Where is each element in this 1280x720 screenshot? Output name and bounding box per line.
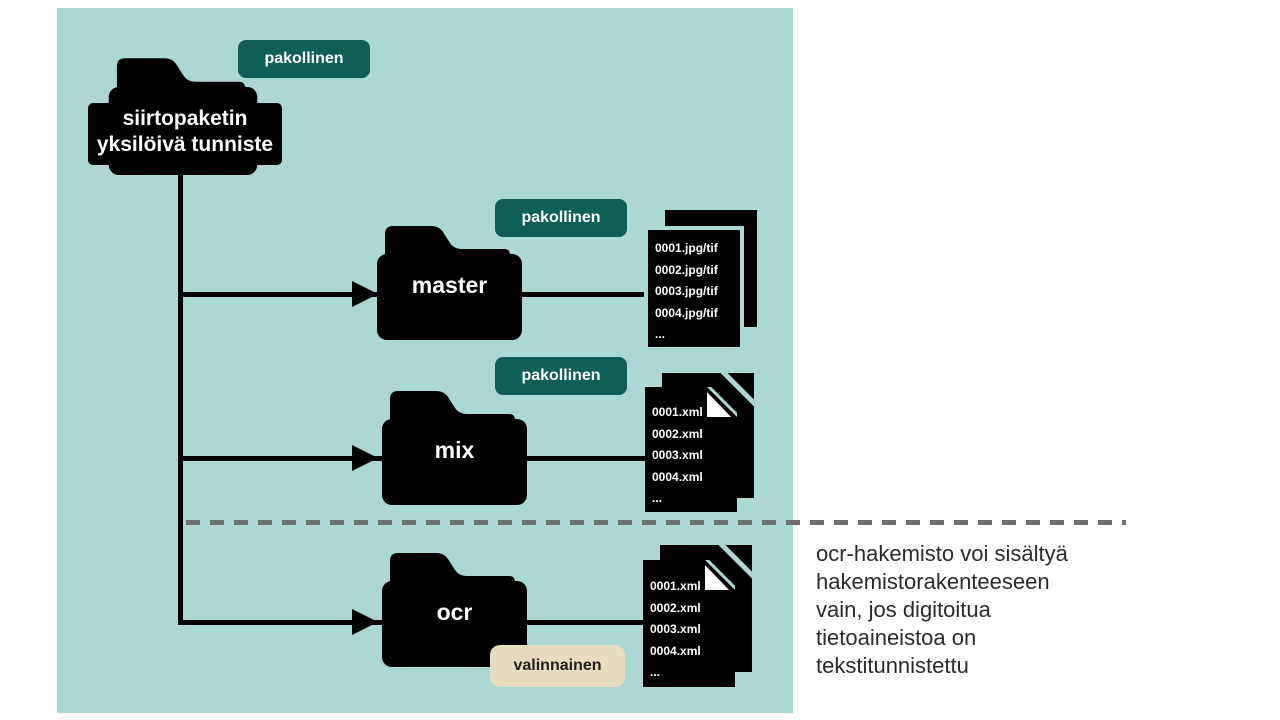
folder-label-ocr: ocr <box>436 598 473 625</box>
folder-label-master: master <box>411 271 488 298</box>
arrow-right-icon-ocr <box>352 609 378 635</box>
file-name: 0004.xml <box>652 469 703 484</box>
xml-page-front-icon <box>643 560 735 687</box>
file-name: 0004.xml <box>650 643 701 658</box>
root-label-line2: yksilöivä tunniste <box>96 133 274 156</box>
file-name: 0003.jpg/tif <box>655 284 718 299</box>
root-folder-label: siirtopaketin yksilöivä tunniste <box>88 103 282 165</box>
file-name: 0001.jpg/tif <box>655 241 718 255</box>
file-name: 0004.jpg/tif <box>655 305 718 320</box>
badge-ocr-valinnainen: valinnainen <box>490 645 625 687</box>
file-name: 0002.xml <box>652 426 703 441</box>
badge-mix-pakollinen: pakollinen <box>495 357 627 395</box>
file-name: ... <box>650 665 661 680</box>
file-stack-master: 0001.jpg/tif 0002.jpg/tif 0003.jpg/tif 0… <box>648 210 760 350</box>
annotation-line: vain, jos digitoitua <box>816 597 991 622</box>
file-name: ... <box>652 491 663 506</box>
badge-root-pakollinen: pakollinen <box>238 40 370 78</box>
annotation-line: hakemistorakenteeseen <box>816 569 1050 594</box>
file-name: 0003.xml <box>652 448 703 463</box>
xml-page-front-icon <box>645 387 737 512</box>
ocr-annotation-text: ocr-hakemisto voi sisältyä hakemistorake… <box>816 540 1126 680</box>
annotation-line: tekstitunnistettu <box>816 653 969 678</box>
file-name: 0001.xml <box>652 405 703 419</box>
dashed-divider-line <box>186 520 1126 525</box>
tree-trunk-line <box>178 168 183 625</box>
file-name: 0003.xml <box>650 622 701 637</box>
folder-label-mix: mix <box>434 436 475 463</box>
file-name: 0001.xml <box>650 579 701 593</box>
file-list-master: 0001.jpg/tif 0002.jpg/tif 0003.jpg/tif 0… <box>648 230 740 347</box>
root-label-line1: siirtopaketin <box>122 107 248 130</box>
arrow-right-icon-mix <box>352 445 378 471</box>
file-list-mix: 0001.xml 0002.xml 0003.xml 0004.xml ... <box>645 387 737 512</box>
file-name: 0002.jpg/tif <box>655 262 718 277</box>
arrow-right-icon-master <box>352 281 378 307</box>
badge-master-pakollinen: pakollinen <box>495 199 627 237</box>
file-name: 0002.xml <box>650 600 701 615</box>
page-front-icon <box>648 230 740 347</box>
file-stack-ocr: 0001.xml 0002.xml 0003.xml 0004.xml ... <box>643 545 755 690</box>
file-list-ocr: 0001.xml 0002.xml 0003.xml 0004.xml ... <box>643 560 735 687</box>
annotation-line: ocr-hakemisto voi sisältyä <box>816 541 1068 566</box>
file-name: ... <box>655 327 666 342</box>
file-stack-mix: 0001.xml 0002.xml 0003.xml 0004.xml ... <box>645 373 757 518</box>
annotation-line: tietoaineistoa on <box>816 625 977 650</box>
